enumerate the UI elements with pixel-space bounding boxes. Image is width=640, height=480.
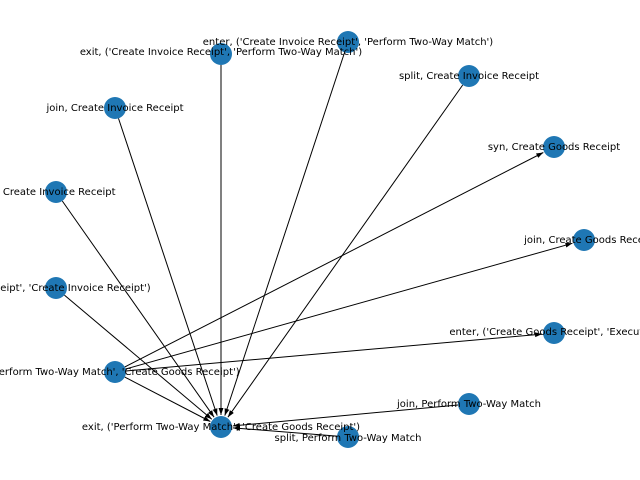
edge-layer: [61, 52, 573, 437]
node-label: exit, ('Create Invoice Receipt', 'Perfor…: [80, 47, 362, 58]
graph-node-n_x_cgr_cir: [45, 277, 67, 299]
edge-n_x_cgr_cir-to-n_exit_ptwm_cgr: [64, 294, 213, 420]
node-label: join, Create Goods Rece: [523, 235, 640, 246]
graph-node-n_split_ptwm: [337, 426, 359, 448]
edge-n_join_ptwm-to-n_exit_ptwm_cgr: [232, 404, 459, 428]
graph-node-n_syn_cgr: [543, 136, 565, 158]
edge-n_x_ptwm_cgr-to-n_join_cgr: [125, 242, 573, 370]
node-label: exit, ('Perform Two-Way Match', 'Create …: [82, 422, 360, 433]
node-label: syn, Create Goods Receipt: [488, 142, 620, 153]
node-layer: [45, 31, 595, 448]
edge-n_split_ptwm-to-n_exit_ptwm_cgr: [232, 426, 338, 437]
graph-node-n_split_cir: [458, 65, 480, 87]
graph-node-n_enter_cir_ptwm: [337, 31, 359, 53]
edge-n_join_cir-to-n_exit_ptwm_cgr: [118, 118, 218, 416]
node-label: join, Perform Two-Way Match: [396, 399, 541, 410]
graph-node-n_exit_ptwm_cgr: [210, 416, 232, 438]
graph-node-n_x_cir: [45, 181, 67, 203]
node-label: split, Perform Two-Way Match: [275, 433, 422, 444]
graph-node-n_join_cir: [104, 97, 126, 119]
edge-n_enter_cir_ptwm-to-n_exit_ptwm_cgr: [224, 52, 346, 416]
node-label: join, Create Invoice Receipt: [45, 103, 183, 114]
graph-node-n_enter_cgr_exec: [543, 322, 565, 344]
node-label: split, Create Invoice Receipt: [399, 71, 539, 82]
edge-n_x_ptwm_cgr-to-n_syn_cgr: [124, 152, 544, 368]
edge-n_x_ptwm_cgr-to-n_exit_ptwm_cgr: [124, 376, 211, 422]
node-label: enter, ('Create Invoice Receipt', 'Perfo…: [203, 37, 494, 48]
graph-node-n_x_ptwm_cgr: [104, 361, 126, 383]
node-label: ods Receipt', 'Create Invoice Receipt'): [0, 283, 151, 294]
edge-n_split_cir-to-n_exit_ptwm_cgr: [227, 84, 464, 418]
node-label: 'Perform Two-Way Match', 'Create Goods R…: [0, 367, 240, 378]
label-layer: enter, ('Create Invoice Receipt', 'Perfo…: [0, 37, 640, 444]
graph-node-n_join_ptwm: [458, 393, 480, 415]
node-label: , Create Invoice Receipt: [0, 187, 116, 198]
edge-n_x_ptwm_cgr-to-n_enter_cgr_exec: [125, 332, 543, 372]
edge-n_x_cir-to-n_exit_ptwm_cgr: [61, 200, 215, 418]
node-label: enter, ('Create Goods Receipt', 'Execute…: [449, 327, 640, 338]
graph-node-n_exit_cir_ptwm: [210, 43, 232, 65]
graph-node-n_join_cgr: [573, 229, 595, 251]
